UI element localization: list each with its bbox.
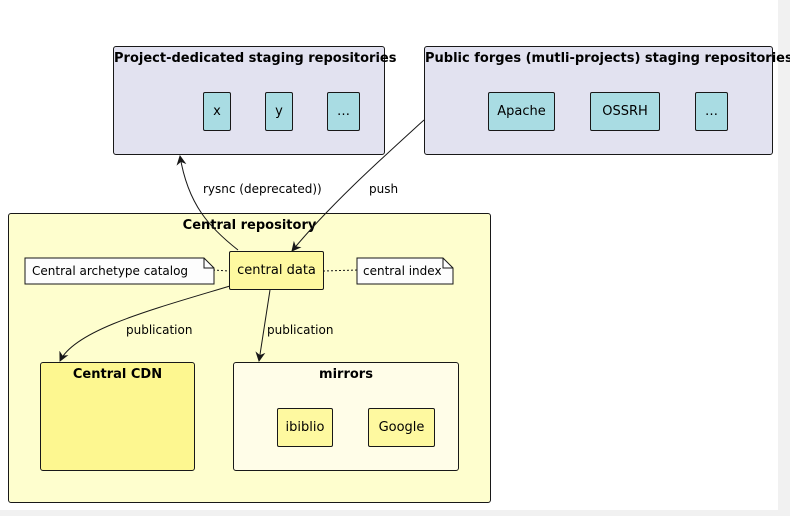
publication-mirrors-label: publication <box>267 323 334 337</box>
central-data-node: central data <box>229 251 324 290</box>
central-repository-title: Central repository <box>182 218 317 233</box>
central-cdn-title: Central CDN <box>72 367 163 382</box>
index-note-text: central index <box>363 264 442 278</box>
rsync-label: rysnc (deprecated)) <box>203 182 322 196</box>
publication-cdn-label: publication <box>126 323 193 337</box>
archetype-note-shape <box>24 257 215 285</box>
archetype-note-text: Central archetype catalog <box>32 264 189 278</box>
push-label: push <box>369 182 399 196</box>
forge-node-ossrh: OSSRH <box>590 92 660 131</box>
staging-node-y: y <box>265 92 293 131</box>
mirrors-title: mirrors <box>319 367 373 382</box>
push-arrow <box>291 119 425 252</box>
forge-node-apache: Apache <box>488 92 555 131</box>
archetype-note-link <box>212 269 231 272</box>
forge-node-more: … <box>695 92 728 131</box>
public-forges-title: Public forges (mutli-projects) staging r… <box>425 51 790 66</box>
index-note-shape <box>356 257 454 285</box>
publication-cdn-arrow <box>59 285 231 362</box>
mirrors-package: mirrors ibiblio Google <box>233 362 459 471</box>
staging-node-more: … <box>327 92 360 131</box>
mirror-node-ibiblio: ibiblio <box>277 408 333 447</box>
public-forges-package: Public forges (mutli-projects) staging r… <box>424 46 790 155</box>
staging-node-x: x <box>203 92 231 131</box>
archetype-note-fold <box>203 258 214 269</box>
central-cdn-package: Central CDN <box>40 362 195 471</box>
project-staging-title: Project-dedicated staging repositories <box>114 51 397 66</box>
mirror-node-google: Google <box>368 408 435 447</box>
index-note-fold <box>442 258 453 269</box>
project-staging-package: Project-dedicated staging repositories x… <box>113 46 397 155</box>
publication-mirrors-arrow <box>255 289 271 362</box>
diagram-connectors <box>24 119 454 362</box>
index-note-link <box>322 269 359 272</box>
rsync-arrow <box>176 155 239 251</box>
